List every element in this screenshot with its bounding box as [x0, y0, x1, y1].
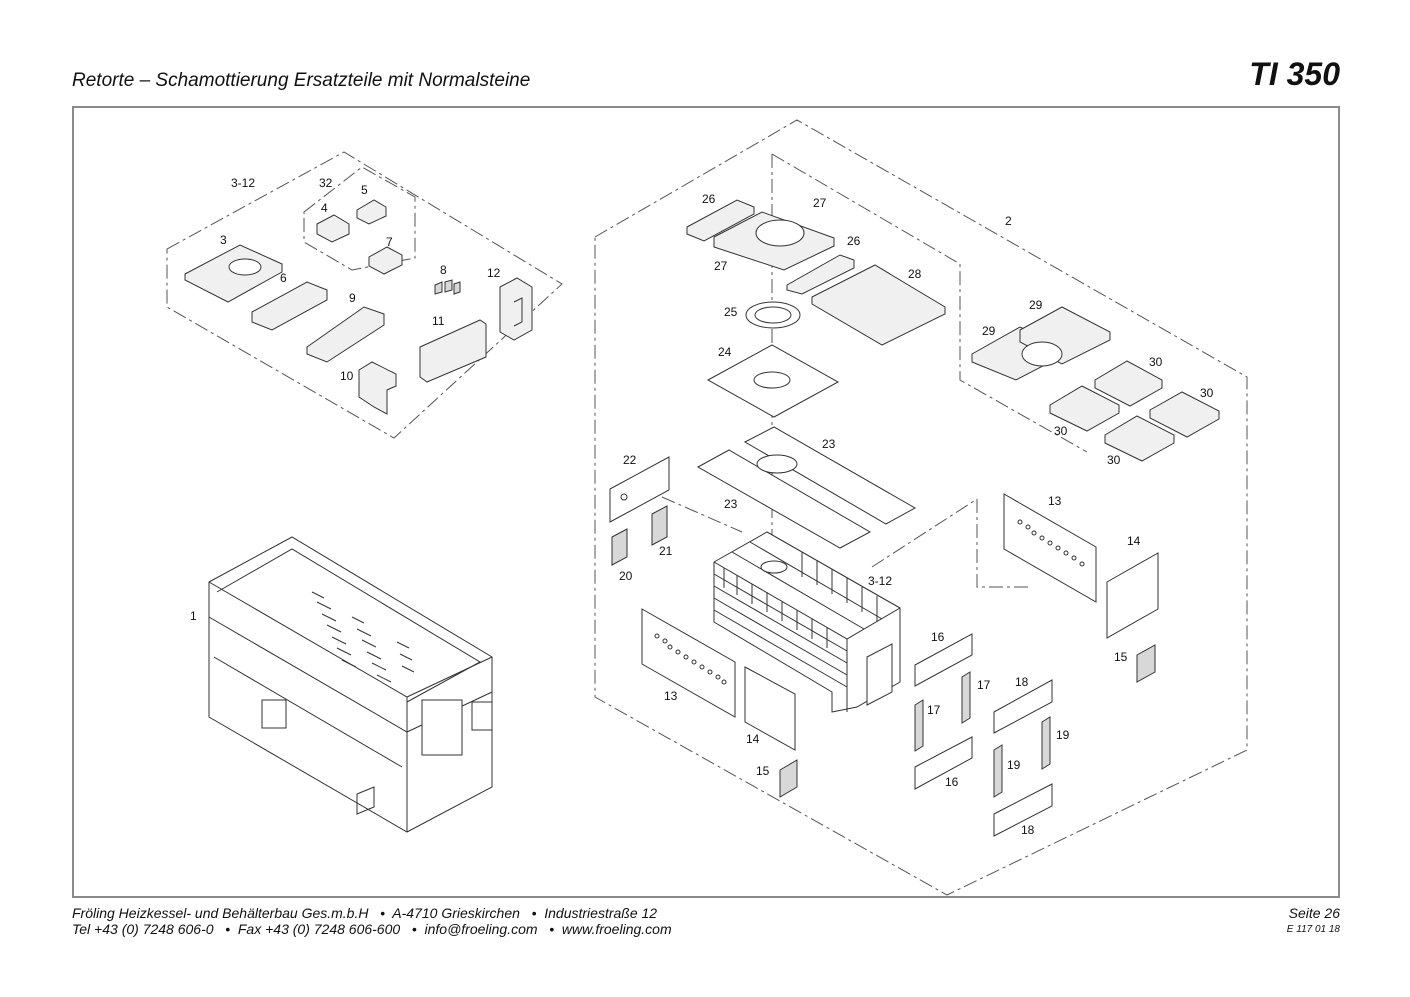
part-22-plate [609, 456, 670, 523]
part-14-right [1106, 552, 1159, 639]
label-30c: 30 [1054, 424, 1068, 438]
footer-address: Fröling Heizkessel- und Behälterbau Ges.… [72, 905, 658, 921]
label-29b: 29 [1029, 298, 1043, 312]
label-23b: 23 [724, 497, 738, 511]
label-9: 9 [349, 291, 356, 305]
part-6-shape [251, 281, 328, 331]
part-11-shape [419, 319, 487, 383]
label-2: 2 [1005, 214, 1012, 228]
part-16-upper [914, 633, 973, 687]
part-7-shape [368, 246, 403, 275]
boiler-housing [208, 536, 493, 833]
part-19-right [1041, 716, 1051, 770]
document-number: E 117 01 18 [1286, 924, 1340, 935]
label-17a: 17 [977, 678, 991, 692]
part-26-lower [786, 254, 855, 295]
label-5: 5 [361, 183, 368, 197]
page-title: Retorte – Schamottierung Ersatzteile mit… [72, 70, 531, 91]
part-5-shape [356, 199, 387, 225]
label-20: 20 [619, 569, 633, 583]
footer-contact: Tel +43 (0) 7248 606-0 • Fax +43 (0) 724… [72, 921, 672, 937]
hole-rows [311, 591, 415, 683]
label-28: 28 [908, 267, 922, 281]
part-4-shape [316, 214, 350, 243]
label-29a: 29 [982, 324, 996, 338]
label-26b: 26 [847, 234, 861, 248]
part-23-lower [696, 449, 872, 549]
label-17b: 17 [927, 703, 941, 717]
label-13a: 13 [664, 689, 678, 703]
tool-holders [471, 701, 493, 731]
label-14a: 14 [746, 732, 760, 746]
part-30-d [1104, 415, 1175, 462]
label-15a: 15 [756, 764, 770, 778]
label-24: 24 [718, 345, 732, 359]
part-16-lower [914, 736, 973, 790]
label-4: 4 [321, 201, 328, 215]
label-14b: 14 [1127, 534, 1141, 548]
label-3-12b: 3-12 [868, 574, 892, 588]
small-parts-group [166, 151, 563, 439]
part-26-upper [686, 199, 755, 242]
label-7: 7 [386, 235, 393, 249]
label-19a: 19 [1056, 728, 1070, 742]
label-27b: 27 [714, 259, 728, 273]
label-16a: 16 [931, 630, 945, 644]
part-3-shape [184, 244, 283, 303]
label-30d: 30 [1107, 453, 1121, 467]
label-18b: 18 [1021, 823, 1035, 837]
label-18a: 18 [1015, 675, 1029, 689]
label-26a: 26 [702, 192, 716, 206]
assembly-outline [594, 119, 1248, 896]
panel-holes-left [654, 633, 727, 685]
part-13-left [641, 608, 736, 718]
label-1: 1 [190, 609, 197, 623]
label-13b: 13 [1048, 494, 1062, 508]
label-16b: 16 [945, 775, 959, 789]
part-20-piece [611, 528, 628, 566]
label-10: 10 [340, 369, 354, 383]
part-10-shape [358, 361, 397, 415]
label-11: 11 [432, 314, 445, 328]
part-8-shape [434, 279, 461, 295]
part-30-c [1149, 391, 1220, 438]
label-27a: 27 [813, 196, 827, 210]
label-23a: 23 [822, 437, 836, 451]
part-21-piece [651, 505, 668, 546]
label-8: 8 [440, 263, 447, 277]
label-30b: 30 [1200, 386, 1214, 400]
label-21: 21 [659, 544, 673, 558]
label-12: 12 [487, 266, 501, 280]
label-25: 25 [724, 305, 738, 319]
firebrick-body [713, 531, 901, 713]
label-6: 6 [280, 271, 287, 285]
part-13-right [1003, 493, 1097, 603]
label-3: 3 [220, 233, 227, 247]
label-19b: 19 [1007, 758, 1021, 772]
part-18-upper [993, 679, 1053, 734]
part-30-a [1094, 360, 1163, 407]
label-22: 22 [623, 453, 637, 467]
label-32: 32 [319, 176, 333, 190]
part-23-upper [743, 426, 917, 525]
label-30a: 30 [1149, 355, 1163, 369]
label-15b: 15 [1114, 650, 1128, 664]
part-15-right [1136, 644, 1156, 683]
part-17-right [961, 671, 971, 724]
part-28-plate [811, 264, 946, 346]
part-14-left [744, 666, 796, 751]
page-number: Seite 26 [1288, 905, 1340, 921]
panel-holes-right [1017, 519, 1085, 567]
drawing-frame: 3-12 32 5 4 7 3 6 8 12 9 11 10 1 2 [72, 106, 1340, 898]
part-15-left [779, 759, 798, 798]
part-19-left [993, 744, 1003, 798]
part-30-b [1049, 385, 1120, 432]
part-9-shape [306, 306, 385, 363]
part-12-shape [499, 277, 533, 341]
label-3-12: 3-12 [231, 176, 255, 190]
part-18-lower [993, 783, 1053, 837]
model-name: TI 350 [1249, 56, 1340, 92]
part-17-left [914, 699, 924, 752]
exploded-view-drawing: 3-12 32 5 4 7 3 6 8 12 9 11 10 1 2 [166, 119, 1248, 896]
